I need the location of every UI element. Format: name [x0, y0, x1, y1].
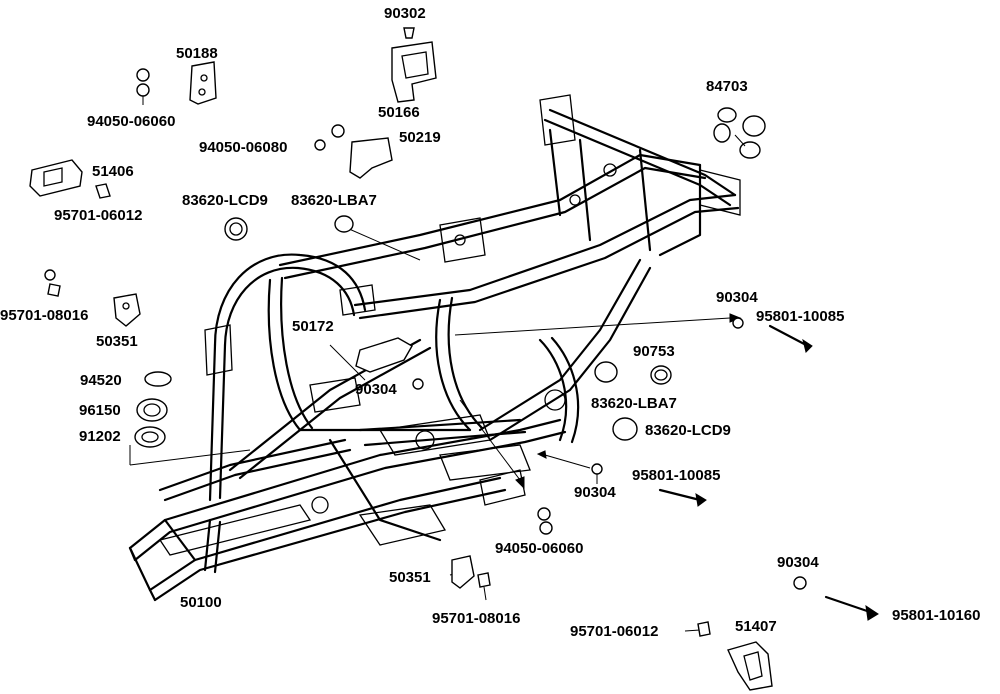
part-51406-bracket — [29, 159, 83, 197]
part-95801-10085-bolt-right — [768, 324, 813, 353]
label-90304-lower: 90304 — [777, 554, 819, 571]
label-95701-06012-top: 95701-06012 — [54, 207, 142, 224]
part-95701-06012-bolt-top — [95, 183, 111, 199]
label-95701-08016-left: 95701-08016 — [0, 307, 88, 324]
label-90753: 90753 — [633, 343, 675, 360]
label-50100: 50100 — [180, 594, 222, 611]
label-95801-10085-right: 95801-10085 — [756, 308, 844, 325]
label-51406: 51406 — [92, 163, 134, 180]
label-95801-10085-mid: 95801-10085 — [632, 467, 720, 484]
label-90304-center: 90304 — [355, 381, 397, 398]
part-95801-10085-bolt-mid — [658, 488, 707, 507]
part-50351-bracket-left — [113, 293, 141, 327]
label-83620-lba7-mid: 83620-LBA7 — [591, 395, 677, 412]
part-50351-bracket-bottom — [451, 555, 475, 589]
label-84703: 84703 — [706, 78, 748, 95]
label-83620-lcd9-mid: 83620-LCD9 — [645, 422, 731, 439]
label-95701-06012-bottom: 95701-06012 — [570, 623, 658, 640]
label-51407: 51407 — [735, 618, 777, 635]
label-94050-06060-top: 94050-06060 — [87, 113, 175, 130]
part-90304-nut-lower — [793, 576, 807, 590]
part-94050-06060-nut-bottom — [537, 507, 553, 535]
part-94050-06060-nut-top — [136, 68, 150, 105]
part-50166-bracket — [391, 41, 437, 103]
part-84703-grommets — [713, 107, 766, 159]
part-90304-nut-mid — [591, 463, 603, 484]
label-94520: 94520 — [80, 372, 122, 389]
part-50188-bracket — [189, 61, 217, 105]
label-90302: 90302 — [384, 5, 426, 22]
label-83620-lcd9-top: 83620-LCD9 — [182, 192, 268, 209]
label-95801-10160: 95801-10160 — [892, 607, 980, 624]
part-83620-lba7-plug-mid — [594, 361, 618, 383]
label-50188: 50188 — [176, 45, 218, 62]
label-94050-06080: 94050-06080 — [199, 139, 287, 156]
part-51407-bracket — [727, 641, 773, 691]
part-90304-nut-right — [732, 317, 744, 329]
part-90304-nut-center — [412, 378, 424, 390]
label-50219: 50219 — [399, 129, 441, 146]
part-94520-clip — [144, 371, 172, 387]
part-90302-clip — [403, 27, 415, 39]
label-96150: 96150 — [79, 402, 121, 419]
part-labels: 90302 50188 50166 84703 94050-06060 9405… — [0, 5, 980, 640]
label-50351-bottom: 50351 — [389, 569, 431, 586]
label-91202: 91202 — [79, 428, 121, 445]
label-90304-mid: 90304 — [574, 484, 616, 501]
part-83620-lcd9-plug-mid — [612, 417, 638, 441]
part-90753-ring — [650, 365, 672, 385]
part-83620-lba7-plug-top — [334, 215, 354, 233]
label-50172: 50172 — [292, 318, 334, 335]
label-50166: 50166 — [378, 104, 420, 121]
part-95701-08016-bolt-left — [44, 269, 61, 297]
main-frame — [128, 94, 741, 602]
part-83620-lcd9-plug-top — [224, 217, 248, 241]
label-50351-left: 50351 — [96, 333, 138, 350]
label-94050-06060-bottom: 94050-06060 — [495, 540, 583, 557]
part-95801-10160-bolt — [824, 595, 879, 621]
part-95701-06012-bolt-bottom — [697, 621, 711, 637]
part-50172-bracket — [355, 337, 413, 373]
label-95701-08016-bottom: 95701-08016 — [432, 610, 520, 627]
part-91202-seal — [134, 426, 166, 448]
part-50219-bracket — [349, 137, 393, 179]
label-83620-lba7-top: 83620-LBA7 — [291, 192, 377, 209]
part-94050-06080-nut — [314, 124, 345, 151]
part-95701-08016-bolt-bottom — [477, 572, 491, 601]
part-96150-bearing — [136, 398, 168, 422]
label-90304-right: 90304 — [716, 289, 758, 306]
